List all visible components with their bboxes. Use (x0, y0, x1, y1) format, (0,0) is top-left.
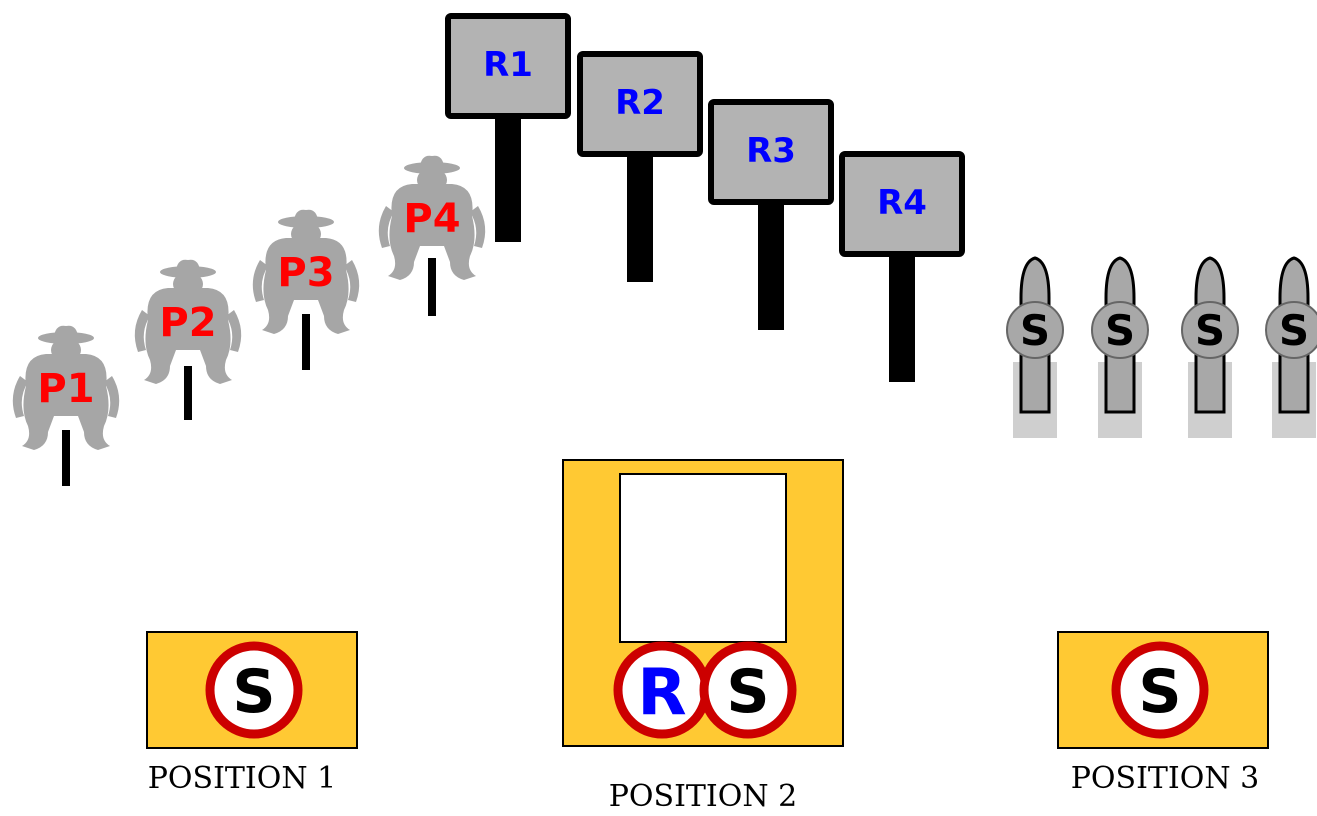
plate-target: R2 (577, 51, 703, 282)
plate-label: R1 (483, 45, 533, 85)
popper-stand (302, 314, 310, 370)
position-2-box: R S (562, 459, 844, 747)
steel-plate (1265, 301, 1317, 359)
steel-target: S (1265, 256, 1317, 438)
popper-target: P4 (378, 155, 486, 316)
position-1-label: POSITION 1 (148, 761, 337, 796)
popper-label: P1 (37, 366, 94, 412)
popper-group: P1 P2 P3 P4 (12, 155, 486, 486)
marker-r: R (613, 641, 711, 739)
steel-target: S (1091, 256, 1149, 438)
popper-label: P2 (159, 300, 216, 346)
position-3-label: POSITION 3 (1071, 761, 1260, 796)
plate-label: R4 (877, 183, 927, 223)
popper-target: P3 (252, 209, 360, 370)
window-opening (619, 473, 787, 643)
plate-face (839, 151, 965, 257)
svg-text:R: R (637, 656, 686, 730)
position-2-label: POSITION 2 (609, 779, 798, 814)
plate-target: R3 (708, 99, 834, 330)
plate-target: R4 (839, 151, 965, 382)
steel-label: S (1195, 306, 1225, 355)
popper-stand (428, 258, 436, 316)
position-3-box: S (1057, 631, 1269, 749)
svg-text:S: S (232, 657, 275, 727)
plate-stand (495, 116, 521, 242)
plate-label: R2 (615, 83, 665, 123)
popper-target: P2 (134, 259, 242, 420)
steel-label: S (1105, 306, 1135, 355)
plate-face (445, 13, 571, 119)
steel-label: S (1279, 306, 1309, 355)
marker-s: S (1111, 641, 1209, 739)
popper-stand (184, 366, 192, 420)
steel-label: S (1020, 306, 1050, 355)
marker-s: S (699, 641, 797, 739)
steel-plate (1006, 301, 1064, 359)
popper-target: P1 (12, 325, 120, 486)
plate-stand (627, 154, 653, 282)
position-1-box: S (146, 631, 358, 749)
popper-label: P4 (403, 196, 460, 242)
plate-stand (758, 202, 784, 330)
plate-group: R1 R2 R3 R4 (445, 13, 965, 382)
plate-label: R3 (746, 131, 796, 171)
plate-stand (889, 254, 915, 382)
plate-face (708, 99, 834, 205)
popper-stand (62, 430, 70, 486)
svg-text:S: S (1138, 657, 1181, 727)
steel-plate (1181, 301, 1239, 359)
popper-label: P3 (277, 250, 334, 296)
steel-group: S S S S (1006, 256, 1317, 438)
plate-face (577, 51, 703, 157)
marker-s: S (205, 641, 303, 739)
plate-target: R1 (445, 13, 571, 242)
svg-text:S: S (726, 657, 769, 727)
steel-plate (1091, 301, 1149, 359)
steel-target: S (1181, 256, 1239, 438)
steel-target: S (1006, 256, 1064, 438)
